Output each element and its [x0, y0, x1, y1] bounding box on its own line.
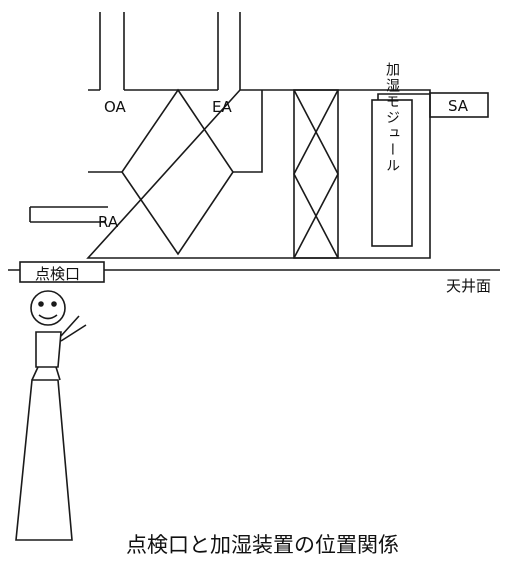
stepladder	[15, 379, 73, 541]
person-mouth	[38, 314, 58, 320]
person-head	[30, 290, 66, 326]
oa-duct	[99, 12, 125, 90]
filter-box	[293, 89, 339, 259]
person-eye-left	[38, 301, 44, 307]
person-eye-right	[51, 301, 57, 307]
sa-duct	[429, 92, 489, 118]
label-oa: OA	[104, 98, 127, 116]
unit-casing	[86, 89, 431, 259]
diagram-caption: 点検口と加湿装置の位置関係	[126, 533, 399, 557]
label-inspection-hatch: 点検口	[35, 265, 80, 283]
label-sa: SA	[448, 97, 469, 115]
heat-exchanger	[121, 88, 234, 256]
inspection-hatch	[19, 261, 105, 283]
label-ea: EA	[212, 98, 232, 116]
person-legs	[31, 366, 61, 381]
label-ra: RA	[98, 213, 119, 231]
filter-cross	[293, 89, 339, 259]
label-ceiling: 天井面	[446, 277, 491, 295]
sa-connection	[377, 93, 430, 100]
humidifier-module	[371, 99, 413, 247]
person-body	[35, 331, 62, 368]
person-arm	[60, 315, 87, 342]
ea-duct	[217, 12, 241, 90]
label-humidifier-module: 加湿モジュール	[384, 62, 400, 174]
ra-duct	[29, 206, 108, 223]
internal-partition	[88, 90, 263, 173]
